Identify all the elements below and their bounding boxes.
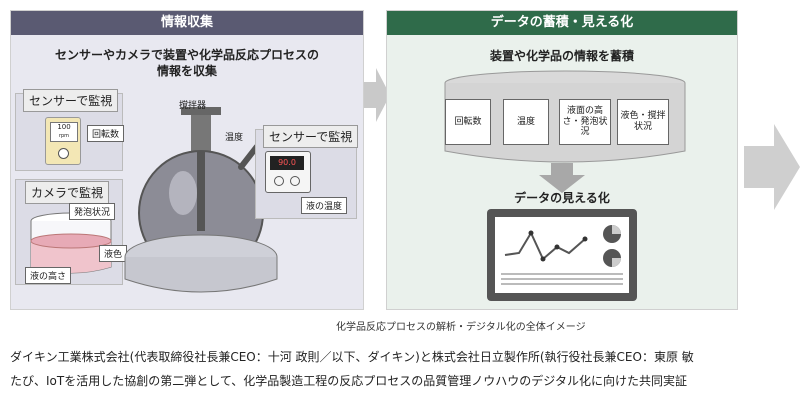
foam-status-label: 発泡状況 — [69, 203, 116, 220]
info-collection-panel: 情報収集 センサーやカメラで装置や化学品反応プロセスの 情報を収集 センサーで監… — [10, 10, 364, 310]
body-text-line-2: たび、IoTを活用した協創の第二弾として、化学品製造工程の反応プロセスの品質管理… — [10, 374, 688, 388]
liquid-temperature-label: 液の温度 — [301, 197, 348, 214]
pie-chart-icon — [603, 225, 621, 243]
temperature-label: 温度 — [225, 133, 244, 143]
thermo-button-icon — [274, 176, 284, 186]
line-graph-icon — [504, 230, 588, 262]
camera-monitor-label: カメラで監視 — [25, 181, 110, 204]
stirrer-label: 撹拌器 — [179, 101, 207, 111]
table-lines-icon — [501, 273, 623, 287]
subtitle-line-2: 情報を収集 — [156, 64, 217, 78]
monitor-icon — [487, 209, 637, 301]
liquid-height-label: 液の高さ — [25, 267, 72, 284]
body-text-line-1: ダイキン工業株式会社(代表取締役社長兼CEO：十河 政則／以下、ダイキン)と株式… — [10, 350, 694, 364]
monitor-screen — [495, 217, 629, 293]
sensor-monitor-label-1: センサーで監視 — [23, 89, 119, 112]
data-visualization-header: データの蓄積・見える化 — [387, 11, 737, 35]
figure-caption: 化学品反応プロセスの解析・デジタル化の全体イメージ — [336, 322, 586, 333]
subtitle-line-1: センサーやカメラで装置や化学品反応プロセスの — [54, 48, 319, 62]
visual-title: データの見える化 — [514, 191, 610, 205]
rpm-meter-icon: 100 rpm — [45, 117, 81, 165]
info-collection-header: 情報収集 — [11, 11, 363, 35]
doc-color-stirring: 液色・撹拌状況 — [617, 99, 669, 145]
doc-level-foam: 液面の高さ・発泡状況 — [559, 99, 611, 145]
sensor-monitor-label-2: センサーで監視 — [263, 125, 359, 148]
info-collection-subtitle: センサーやカメラで装置や化学品反応プロセスの 情報を収集 — [11, 47, 363, 79]
thermo-button-icon-2 — [290, 176, 300, 186]
rpm-display: 100 rpm — [50, 122, 78, 142]
thermometer-device-icon: 90.0 — [265, 151, 311, 193]
flow-arrow-2-icon — [744, 124, 800, 210]
thermo-display: 90.0 — [270, 156, 304, 170]
reactor-vessel-icon — [124, 107, 278, 293]
rpm-meter-knob-icon — [58, 148, 69, 159]
pie-chart-icon-2 — [603, 249, 621, 267]
down-arrow-icon — [539, 163, 585, 193]
doc-rotation: 回転数 — [445, 99, 491, 145]
data-visualization-panel: データの蓄積・見える化 装置や化学品の情報を蓄積 回転数 温度 液面の高さ・発泡… — [386, 10, 738, 310]
db-title: 装置や化学品の情報を蓄積 — [489, 49, 634, 63]
flow-arrow-1-icon — [364, 68, 390, 122]
doc-temperature: 温度 — [503, 99, 549, 145]
rotation-label: 回転数 — [87, 125, 125, 142]
